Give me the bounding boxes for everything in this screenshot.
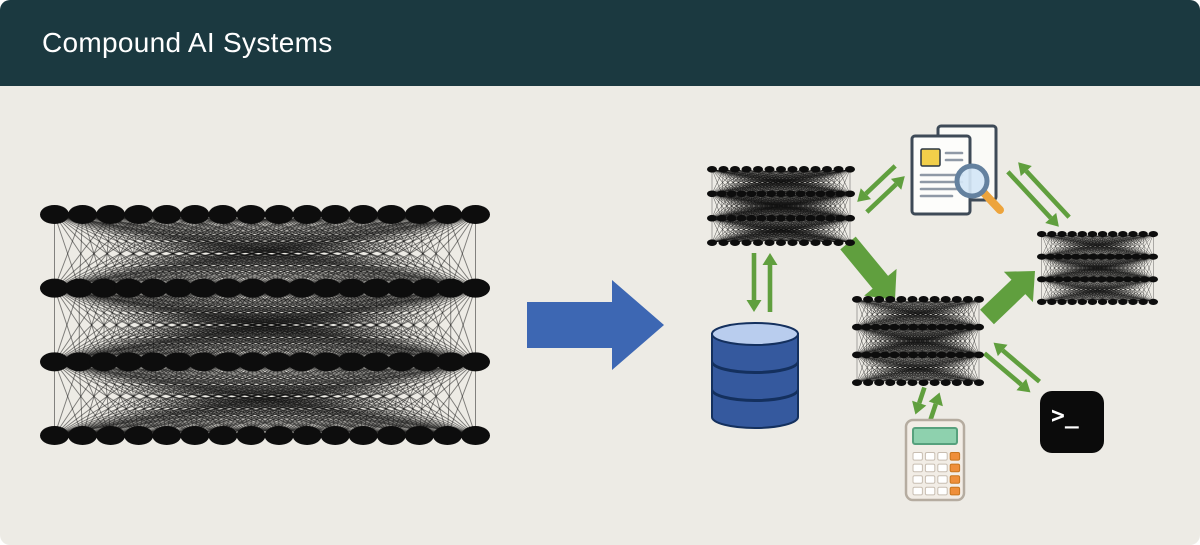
compound-network-center xyxy=(852,296,984,386)
doc-text-lines xyxy=(919,151,964,198)
page-title: Compound AI Systems xyxy=(42,27,333,58)
compound-network-right xyxy=(1037,231,1159,305)
exchange-arrows-icon xyxy=(746,162,1071,421)
magnifier-lens xyxy=(954,163,990,199)
document-search-icon xyxy=(910,124,1004,216)
doc-image-placeholder xyxy=(920,148,941,167)
green-flow-arrows xyxy=(840,236,1035,325)
magnifier-handle xyxy=(980,189,1004,214)
header-bar: Compound AI Systems xyxy=(0,0,1200,86)
terminal-prompt: >_ xyxy=(1051,403,1079,429)
database-icon xyxy=(711,322,799,429)
calculator-buttons xyxy=(912,452,961,496)
terminal-icon: >_ xyxy=(1040,391,1104,453)
terminal-body xyxy=(1040,391,1104,453)
calculator-screen xyxy=(912,427,958,445)
compound-network-top xyxy=(707,166,855,246)
monolithic-neural-network xyxy=(40,205,490,445)
calculator-icon xyxy=(904,418,966,502)
transition-arrow-icon xyxy=(527,280,664,370)
